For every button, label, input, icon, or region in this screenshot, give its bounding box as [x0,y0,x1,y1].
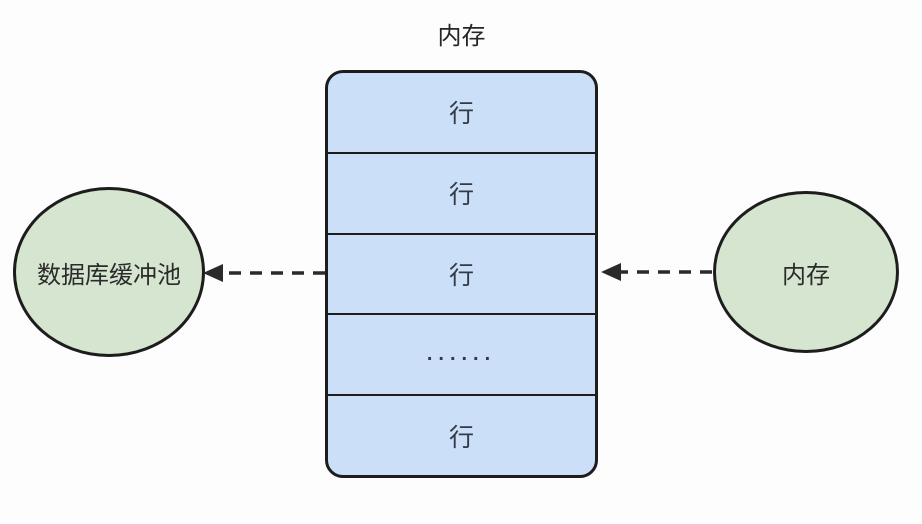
database-buffer-pool-node: 数据库缓冲池 [13,187,205,357]
arrow-table-to-buffer-pool [203,264,325,282]
memory-row: 行 [448,423,474,452]
memory-row: 行 [328,235,595,316]
memory-row: 行 [328,73,595,154]
database-buffer-pool-label: 数据库缓冲池 [37,261,181,289]
memory-node-label: 内存 [782,261,830,289]
memory-row-ellipsis: ...... [328,315,595,397]
memory-node: 内存 [713,191,899,353]
memory-table: 行 行 行 ...... 行 [325,70,598,478]
memory-row: 行 [328,154,595,235]
arrow-memory-to-table [601,263,712,281]
memory-table-title: 内存 [437,23,486,50]
